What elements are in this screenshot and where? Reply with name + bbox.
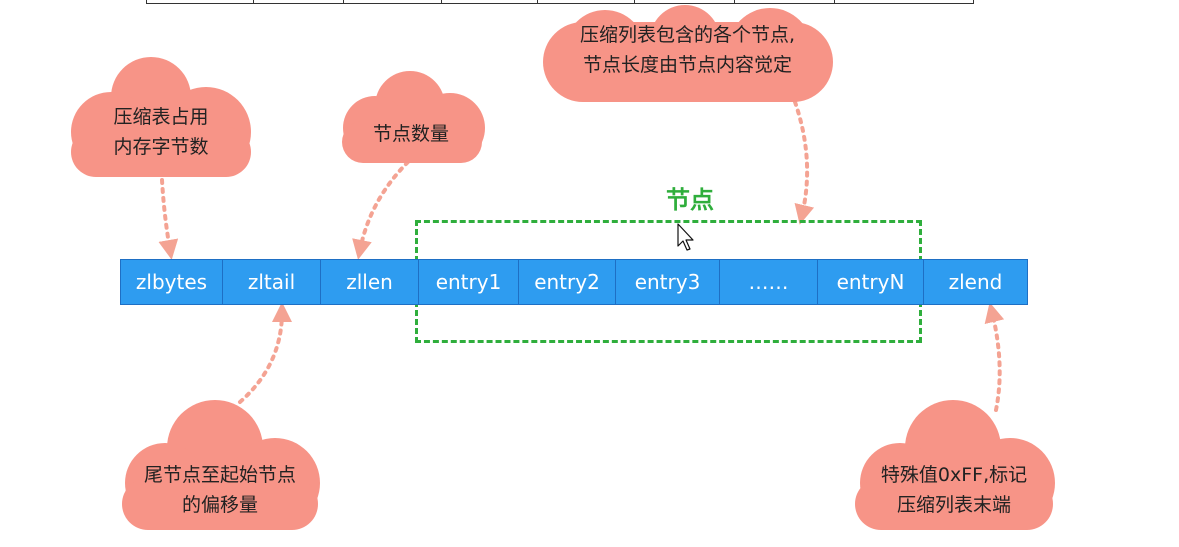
arrow-zllen (352, 160, 410, 260)
top-table-cell (254, 0, 345, 3)
segment-entry1: entry1 (419, 260, 519, 304)
segment-entryN: entryN (818, 260, 924, 304)
arrow-zlend (984, 302, 1005, 412)
segment-zltail: zltail (223, 260, 321, 304)
segment-entry3: entry3 (616, 260, 720, 304)
segment-entry2: entry2 (519, 260, 616, 304)
segment-zlend: zlend (924, 260, 1027, 304)
top-table-cell (735, 0, 836, 3)
cloud-zllen: 节点数量 (330, 66, 492, 166)
segment-ellipsis: …… (720, 260, 818, 304)
cloud-zltail-line1: 尾节点至起始节点 (143, 464, 296, 486)
top-table-cell (147, 0, 255, 3)
cloud-zlend: 特殊值0xFF,标记 压缩列表末端 (845, 398, 1063, 533)
top-table-cell (635, 0, 736, 3)
cloud-zlend-line2: 压缩列表末端 (896, 494, 1011, 516)
cloud-zllen-line1: 节点数量 (372, 123, 449, 145)
cloud-zlend-line1: 特殊值0xFF,标记 (880, 464, 1028, 486)
top-table-cell (538, 0, 635, 3)
cloud-zltail-line2: 的偏移量 (181, 494, 258, 516)
segment-zllen: zllen (321, 260, 419, 304)
cloud-zlbytes: 压缩表占用 内存字节数 (56, 52, 266, 182)
top-table-strip (146, 0, 974, 4)
segment-zlbytes: zlbytes (121, 260, 223, 304)
top-table-cell (344, 0, 442, 3)
arrow-zltail (238, 302, 292, 404)
top-table-cell (442, 0, 538, 3)
cloud-shape (855, 400, 1055, 530)
cloud-shape (543, 5, 833, 102)
arrow-zlbytes (158, 178, 179, 260)
cloud-shape (71, 57, 251, 177)
arrow-entries (793, 100, 815, 225)
cloud-entries: 压缩列表包含的各个节点, 节点长度由节点内容觉定 (535, 2, 840, 105)
cloud-shape (122, 400, 320, 530)
cloud-zltail: 尾节点至起始节点 的偏移量 (110, 398, 330, 533)
cloud-zlbytes-line2: 内存字节数 (113, 136, 209, 158)
entries-group-label: 节点 (666, 186, 714, 214)
cloud-entries-line1: 压缩列表包含的各个节点, (579, 24, 796, 46)
cloud-entries-line2: 节点长度由节点内容觉定 (582, 54, 792, 76)
cloud-shape (342, 71, 485, 163)
cloud-zlbytes-line1: 压缩表占用 (113, 106, 209, 128)
